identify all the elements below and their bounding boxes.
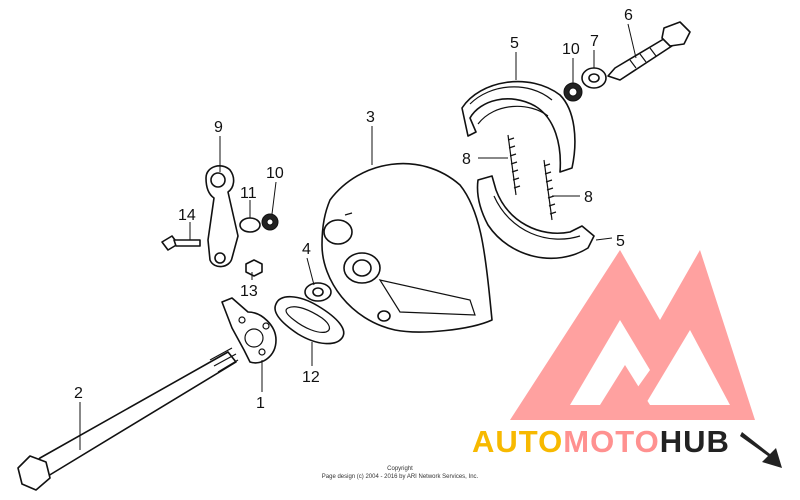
callout-1: 1 [256,395,265,412]
callout-5-upper: 5 [510,35,519,52]
callout-5-lower: 5 [616,233,625,250]
brake-panel [321,162,493,333]
brake-arm [205,165,239,268]
callout-2: 2 [74,385,83,402]
brake-shoe-upper [461,80,576,173]
callout-11: 11 [240,185,257,202]
callout-6: 6 [624,7,633,24]
brake-spring-right [543,159,557,221]
callout-12: 12 [302,369,320,386]
callout-4: 4 [302,241,311,258]
indicator-plate [221,297,277,364]
watermark-brand: AUTOMOTOHUB [472,424,730,460]
bolt-14 [161,235,201,251]
nut-13 [245,259,263,277]
copyright-notice: Page design (c) 2004 - 2016 by ARI Netwo… [321,474,479,480]
brake-spring-left [507,134,521,196]
watermark-hub: HUB [659,424,730,459]
watermark-auto: AUTO [472,424,564,459]
copyright-heading: Copyright [387,466,413,472]
watermark-logo [510,250,755,420]
callout-14: 14 [178,207,196,224]
axle [17,347,239,491]
callout-7: 7 [590,33,599,50]
brake-shoe-lower [476,175,595,260]
gasket-12 [274,295,345,345]
callout-8-lower: 8 [584,189,593,206]
seal-10-upper [563,82,583,102]
callout-10-upper: 10 [562,41,580,58]
callout-8-upper: 8 [462,151,471,168]
callout-13: 13 [240,283,258,300]
washer-7 [581,67,607,89]
watermark-moto: MOTO [563,424,660,459]
front-arrow-icon [740,432,782,468]
callout-10-lower: 10 [266,165,284,182]
callout-9: 9 [214,119,223,136]
leader-lines [79,23,637,450]
seal-10-lower [261,213,279,231]
washer-4 [304,282,332,302]
callout-3: 3 [366,109,375,126]
brake-cam [607,21,691,81]
clip-11 [239,217,261,233]
